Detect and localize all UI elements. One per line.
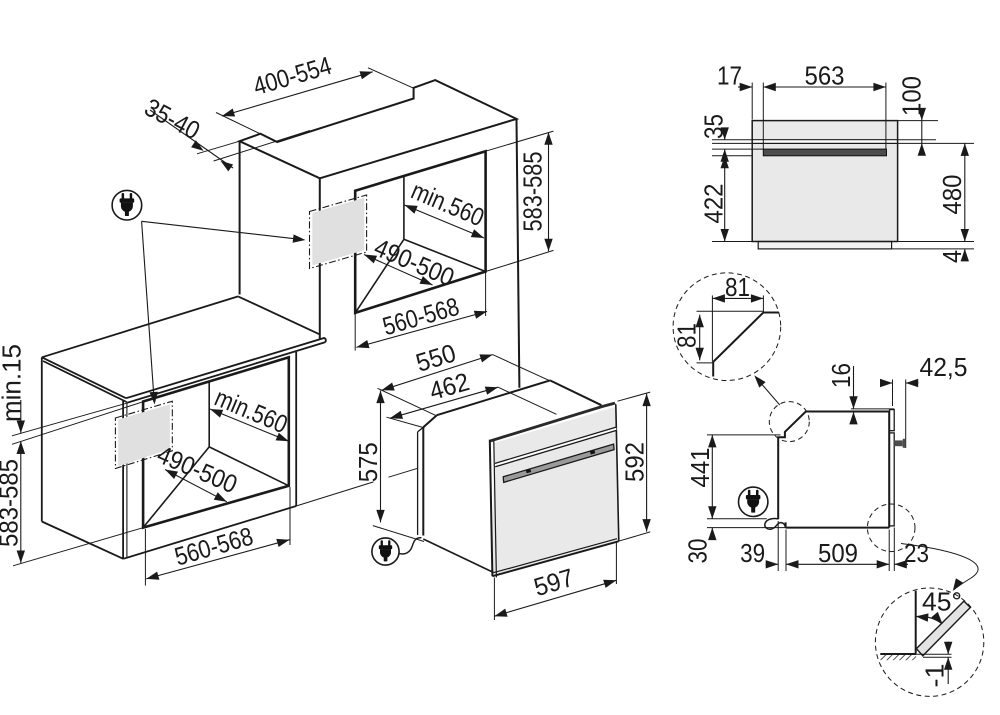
svg-text:81: 81 [674,323,702,348]
svg-text:441: 441 [687,448,715,488]
svg-text:39: 39 [740,540,765,568]
svg-text:592: 592 [622,442,650,482]
svg-text:4: 4 [939,250,967,263]
svg-text:30: 30 [685,539,713,564]
svg-text:17: 17 [717,63,742,91]
svg-text:45°: 45° [922,589,962,617]
svg-text:35: 35 [701,114,729,139]
svg-text:563: 563 [805,63,845,91]
svg-text:480: 480 [939,175,967,215]
svg-text:100: 100 [899,76,927,116]
svg-text:422: 422 [701,184,729,224]
svg-text:min.15: min.15 [0,344,27,422]
svg-text:509: 509 [818,540,858,568]
svg-text:16: 16 [828,363,856,388]
svg-text:81: 81 [725,274,750,302]
svg-text:-1: -1 [922,664,950,688]
svg-text:583-585: 583-585 [0,459,24,547]
svg-text:575: 575 [355,442,383,482]
svg-text:42,5: 42,5 [920,354,968,382]
svg-text:583-585: 583-585 [520,152,548,232]
